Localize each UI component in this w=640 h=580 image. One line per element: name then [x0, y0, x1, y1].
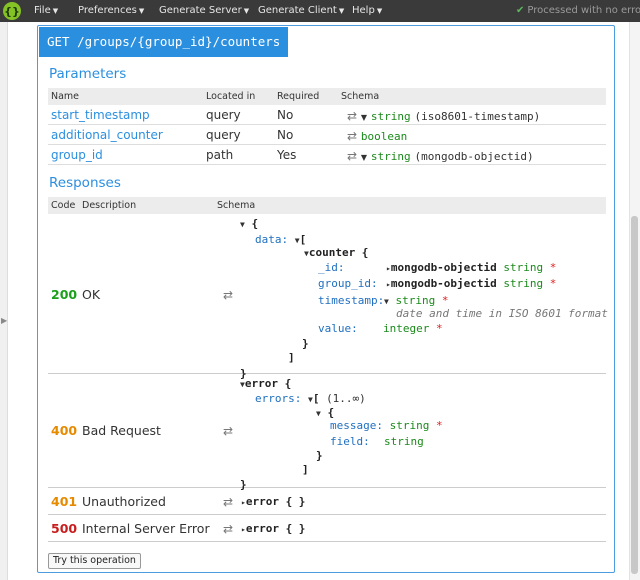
- expand-triangle-icon[interactable]: ▸: [241, 525, 246, 534]
- responses-heading: Responses: [49, 175, 121, 191]
- caret-down-icon: ▼: [338, 7, 345, 15]
- scrollbar-thumb[interactable]: [631, 216, 638, 574]
- collapse-triangle-icon[interactable]: ▼: [240, 380, 245, 389]
- col-code: Code: [51, 200, 76, 211]
- param-required: Yes: [277, 148, 297, 162]
- expand-triangle-icon[interactable]: ▸: [386, 280, 391, 289]
- toggle-view-icon[interactable]: ⇄: [223, 522, 234, 536]
- col-name: Name: [51, 91, 80, 102]
- toggle-view-icon[interactable]: ⇄: [223, 495, 234, 509]
- collapse-triangle-icon[interactable]: ▼: [294, 236, 300, 245]
- param-location: path: [206, 148, 234, 162]
- col-schema: Schema: [341, 91, 380, 102]
- response-description: OK: [82, 287, 101, 302]
- caret-down-icon: ▼: [52, 7, 59, 15]
- collapse-triangle-icon[interactable]: ▼: [240, 220, 245, 229]
- collapse-triangle-icon[interactable]: ▼: [360, 113, 368, 122]
- status-code: 500: [51, 521, 78, 536]
- menu-generate-server[interactable]: Generate Server▼: [159, 5, 250, 16]
- param-schema: ⇄ ▼ string (mongodb-objectid): [347, 149, 534, 163]
- caret-down-icon: ▼: [138, 7, 145, 15]
- collapse-triangle-icon[interactable]: ▼: [360, 153, 368, 162]
- schema-tree[interactable]: ▸error { }: [241, 522, 306, 535]
- collapse-triangle-icon[interactable]: ▼: [384, 297, 389, 306]
- response-row-200: 200 OK ⇄ ▼ { data: ▼[ ▼counter { _id: ▸m…: [48, 214, 608, 380]
- toggle-view-icon[interactable]: ⇄: [223, 424, 234, 438]
- expand-arrow-icon[interactable]: ▶: [1, 316, 8, 325]
- expand-triangle-icon[interactable]: ▸: [241, 498, 246, 507]
- response-row-500: 500 Internal Server Error ⇄ ▸error { }: [48, 515, 606, 542]
- parameter-row: start_timestamp query No ⇄ ▼ string (iso…: [48, 105, 606, 125]
- toggle-view-icon[interactable]: ⇄: [347, 149, 358, 163]
- col-required: Required: [277, 91, 320, 102]
- parameters-header-row: [48, 88, 606, 105]
- caret-down-icon: ▼: [243, 7, 250, 15]
- responses-header-row: [48, 197, 606, 214]
- try-operation-button[interactable]: Try this operation: [48, 553, 141, 569]
- toggle-view-icon[interactable]: ⇄: [223, 288, 234, 302]
- menu-file[interactable]: File▼: [34, 5, 59, 16]
- menu-help[interactable]: Help▼: [352, 5, 383, 16]
- param-schema: ⇄ ▼ string (iso8601-timestamp): [347, 109, 541, 123]
- col-description: Description: [82, 200, 137, 211]
- menu-generate-client[interactable]: Generate Client▼: [258, 5, 345, 16]
- status-code: 200: [51, 287, 78, 302]
- parameter-row: group_id path Yes ⇄ ▼ string (mongodb-ob…: [48, 145, 606, 165]
- collapse-triangle-icon[interactable]: ▼: [307, 395, 313, 404]
- param-required: No: [277, 128, 294, 142]
- operation-panel: GET /groups/{group_id}/counters Paramete…: [37, 25, 615, 573]
- response-description: Bad Request: [82, 423, 161, 438]
- caret-down-icon: ▼: [376, 7, 383, 15]
- param-name[interactable]: group_id: [51, 148, 103, 162]
- toggle-view-icon[interactable]: ⇄: [347, 109, 358, 123]
- col-located-in: Located in: [206, 91, 256, 102]
- toggle-view-icon[interactable]: ⇄: [347, 129, 358, 143]
- operation-title[interactable]: GET /groups/{group_id}/counters: [39, 27, 289, 57]
- response-description: Internal Server Error: [82, 521, 210, 536]
- expand-triangle-icon[interactable]: ▸: [386, 264, 391, 273]
- status-code: 400: [51, 423, 78, 438]
- collapse-triangle-icon[interactable]: ▼: [304, 249, 309, 258]
- editor-gutter[interactable]: ▶: [0, 22, 8, 580]
- param-schema: ⇄ boolean: [347, 129, 408, 143]
- parameters-heading: Parameters: [49, 66, 127, 82]
- col-schema: Schema: [217, 200, 256, 211]
- response-description: Unauthorized: [82, 494, 166, 509]
- response-row-400: 400 Bad Request ⇄ ▼error { errors: ▼[ (1…: [48, 374, 606, 491]
- check-icon: ✔: [516, 5, 525, 16]
- status-message: ✔Processed with no errors: [516, 5, 640, 16]
- menu-preferences[interactable]: Preferences▼: [78, 5, 145, 16]
- app-logo-icon: {}: [3, 2, 21, 20]
- menu-bar: {} File▼ Preferences▼ Generate Server▼ G…: [0, 0, 640, 22]
- status-code: 401: [51, 494, 78, 509]
- param-name[interactable]: start_timestamp: [51, 108, 150, 122]
- param-location: query: [206, 108, 241, 122]
- schema-tree[interactable]: ▸error { }: [241, 495, 306, 508]
- param-required: No: [277, 108, 294, 122]
- param-name[interactable]: additional_counter: [51, 128, 163, 142]
- response-row-401: 401 Unauthorized ⇄ ▸error { }: [48, 488, 606, 515]
- parameter-row: additional_counter query No ⇄ boolean: [48, 125, 606, 145]
- collapse-triangle-icon[interactable]: ▼: [316, 409, 321, 418]
- param-location: query: [206, 128, 241, 142]
